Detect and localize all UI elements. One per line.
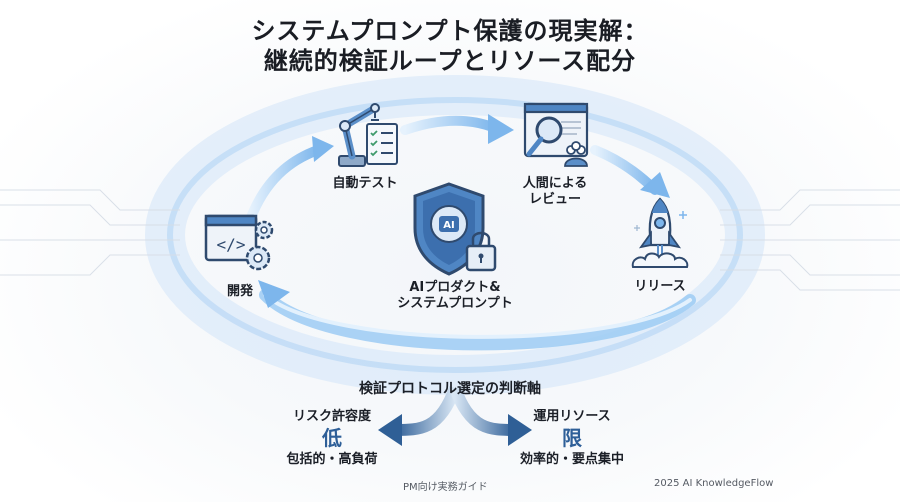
stage-automated-test: 自動テスト (315, 98, 415, 192)
criteria-right: 運用リソース 限 効率的・要点集中 (502, 408, 642, 468)
center-node-label-1: AIプロダクト& (409, 280, 501, 295)
criteria-title: 検証プロトコル選定の判断軸 (359, 381, 541, 397)
stage-human-review: 人間による レビュー (505, 100, 605, 208)
operational-resources-value: 限 (562, 426, 582, 450)
stage-development-label: 開発 (226, 284, 253, 299)
operational-resources-label: 運用リソース (533, 409, 611, 424)
footer-guide-label: PM向け実務ガイド (403, 482, 488, 493)
criteria-left: リスク許容度 低 包括的・高負荷 (262, 408, 402, 468)
shield-brain-lock-icon: AI (413, 182, 497, 276)
page-title: システムプロンプト保護の現実解： 継続的検証ループとリソース配分 (0, 16, 900, 76)
center-node-label-2: システムプロンプト (397, 296, 513, 311)
title-line-1: システムプロンプト保護の現実解： (251, 17, 649, 45)
robot-arm-checklist-icon (338, 103, 398, 167)
stage-release: リリース (620, 195, 700, 295)
stage-human-review-label-2: レビュー (528, 192, 581, 207)
risk-tolerance-label: リスク許容度 (292, 409, 371, 424)
rocket-icon (631, 197, 689, 268)
risk-tolerance-value: 低 (322, 426, 342, 450)
title-line-2: 継続的検証ループとリソース配分 (263, 47, 637, 75)
stage-release-label: リリース (634, 279, 686, 294)
center-node-ai-product: AI AIプロダクト& システムプロンプト (390, 180, 520, 312)
stage-automated-test-label: 自動テスト (332, 176, 398, 191)
stage-development: </> 開発 (195, 210, 285, 300)
svg-text:</>: </> (217, 235, 246, 254)
footer-copyright: 2025 AI KnowledgeFlow (654, 478, 774, 489)
code-window-gears-icon: </> (204, 214, 274, 271)
magnifier-people-icon (523, 102, 589, 167)
svg-text:AI: AI (443, 220, 454, 231)
stage-human-review-label-1: 人間による (522, 176, 588, 191)
risk-tolerance-desc: 包括的・高負荷 (286, 452, 378, 467)
operational-resources-desc: 効率的・要点集中 (519, 452, 624, 467)
